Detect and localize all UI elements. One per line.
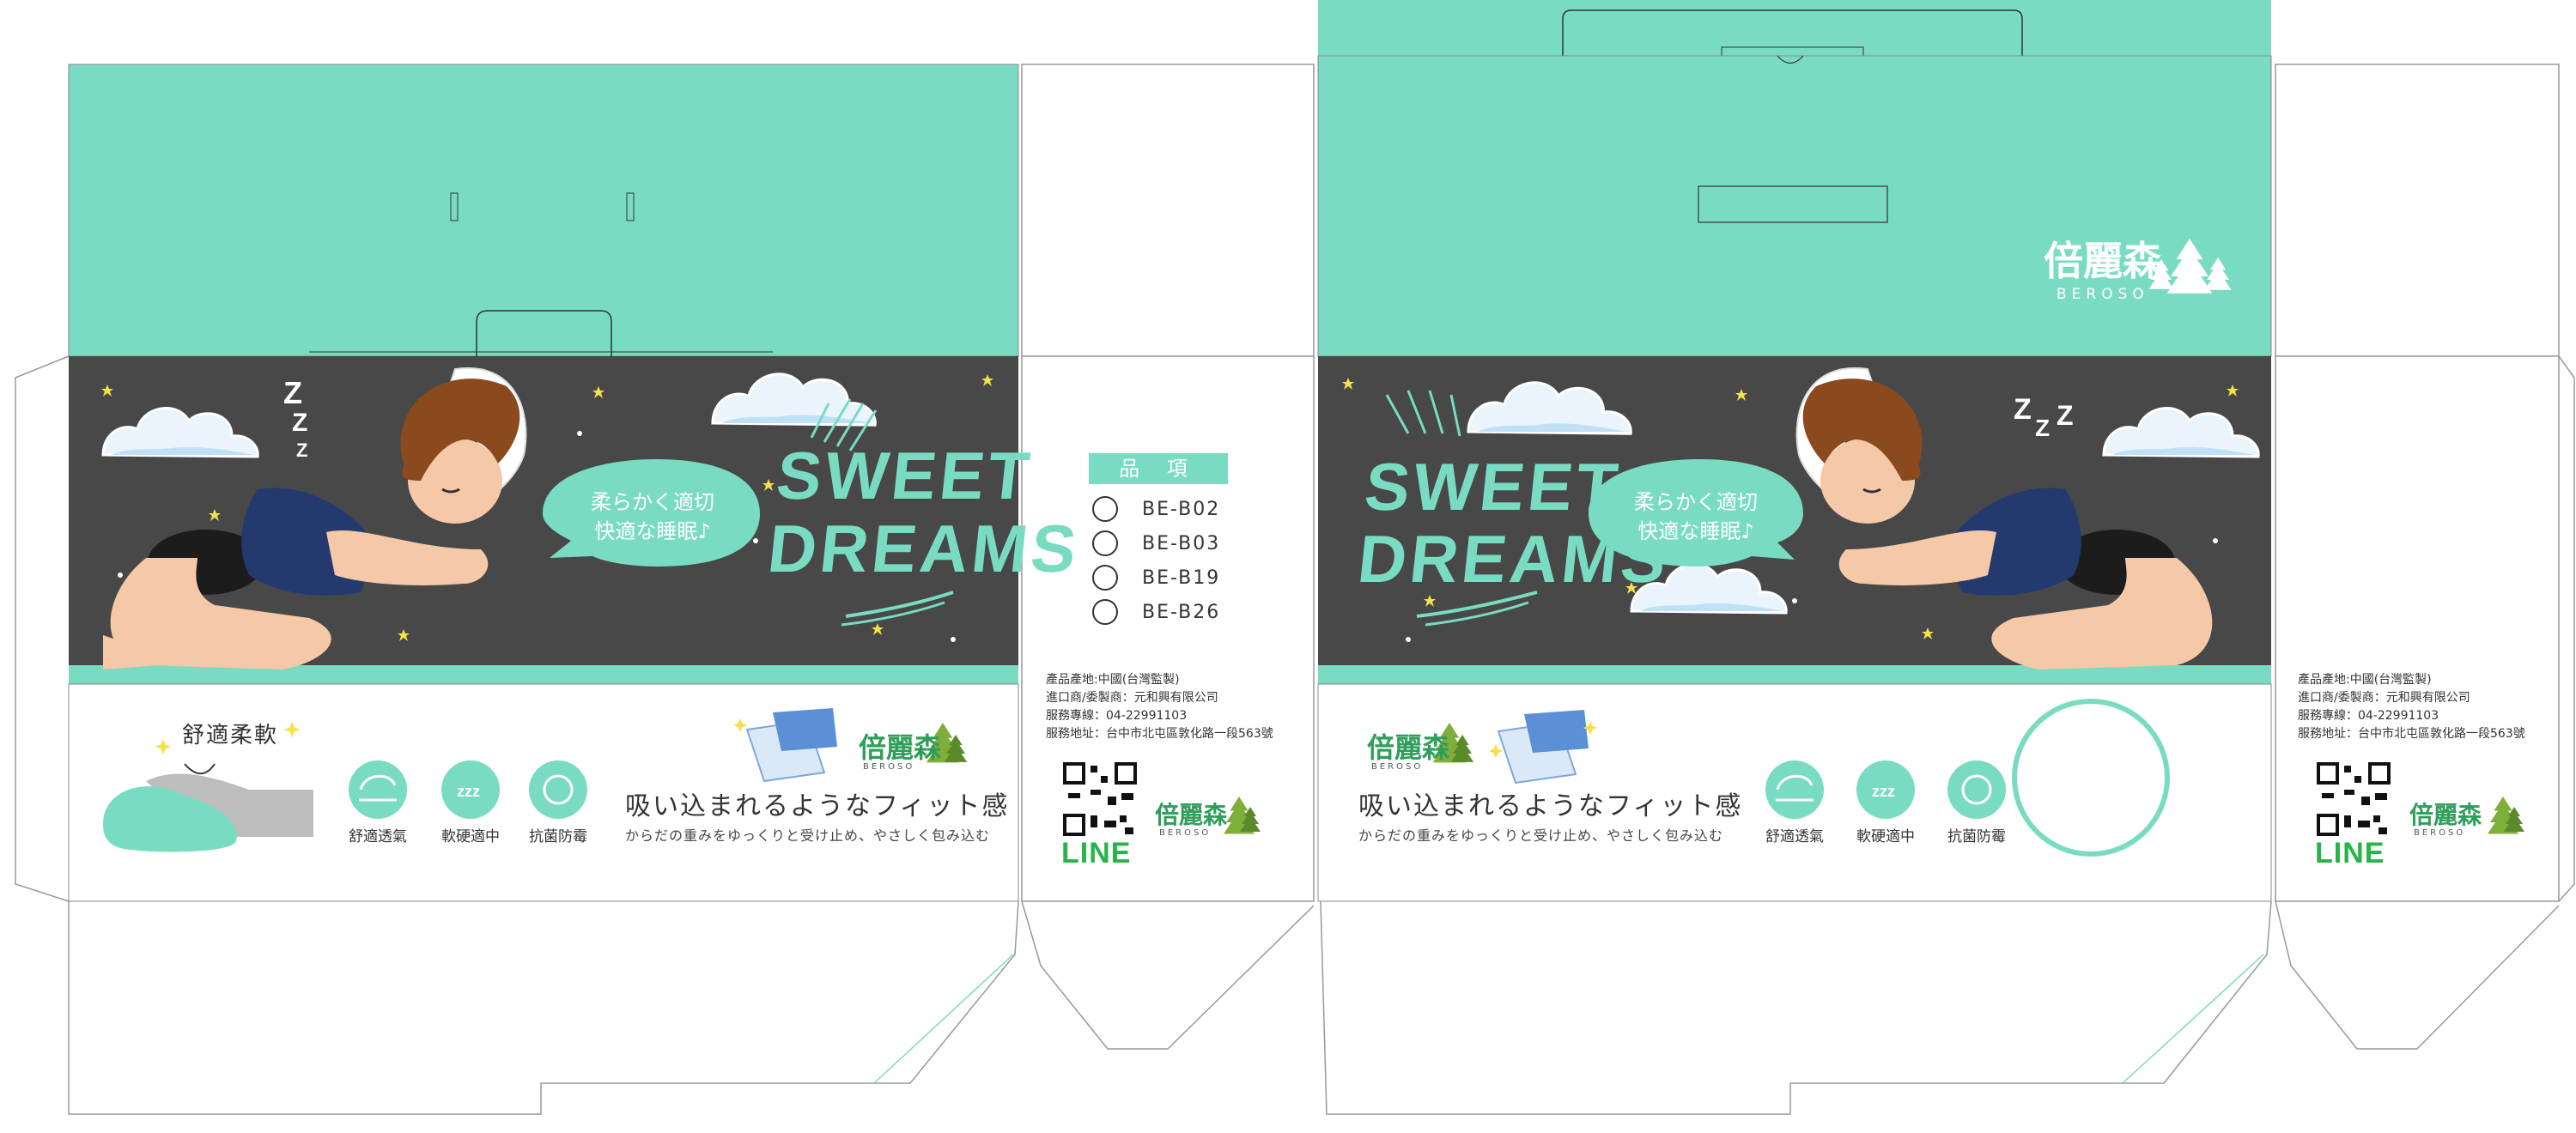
info-phone: 服務專線：04-22991103 [2298, 709, 2439, 723]
item-option-1: BE-B02 [1092, 494, 1220, 524]
item-option-4: BE-B26 [1092, 597, 1220, 627]
product-info-right: 產品產地:中國(台灣監製) 進口商/委製商：元和興有限公司 服務專線：04-22… [2298, 671, 2525, 743]
pillow-illustration [103, 773, 313, 852]
feature-label-2: 軟硬適中 [1856, 828, 1915, 845]
tagline-left: 吸い込まれるようなフィット感 [625, 791, 1010, 821]
brand-latin-side-left: BEROSO [1159, 828, 1212, 838]
brand-latin-left: BEROSO [863, 762, 915, 772]
comfort-label: 舒適柔軟 [182, 723, 279, 748]
product-info-left: 產品產地:中國(台灣監製) 進口商/委製商：元和興有限公司 服務專線：04-22… [1046, 671, 1273, 743]
brand-logo-right: 倍麗森 [1367, 731, 1450, 764]
feature-label-1: 舒適透氣 [1765, 828, 1824, 845]
headline-sweet-right: SWEET [1361, 449, 1625, 524]
sleeping-woman-illustration-left [103, 367, 527, 670]
bubble-line-1: 柔らかく適切 [1634, 490, 1758, 514]
speech-bubble-left: 柔らかく適切 快適な睡眠♪ [567, 488, 738, 546]
item-option-2: BE-B03 [1092, 529, 1220, 558]
info-origin: 產品產地:中國(台灣監製) [1046, 673, 1180, 687]
feature-label-2: 軟硬適中 [441, 828, 500, 845]
sleeping-woman-illustration-right [1795, 367, 2213, 670]
info-address: 服務地址：台中市北屯區敦化路一段563號 [2298, 727, 2525, 741]
tagline-right: 吸い込まれるようなフィット感 [1358, 791, 1743, 821]
headline-dreams-left: DREAMS [764, 511, 1084, 586]
line-label-right: LINE [2315, 837, 2385, 869]
qr-code-left [1063, 762, 1137, 836]
checkbox-circle-icon [1092, 565, 1118, 591]
svg-text:Z: Z [2057, 400, 2074, 431]
info-origin: 產品產地:中國(台灣監製) [2298, 673, 2432, 687]
subline-left: からだの重みをゆっくりと受け止め、やさしく包み込む [625, 827, 991, 844]
item-code: BE-B02 [1142, 498, 1221, 520]
brand-logo-left: 倍麗森 [859, 731, 942, 764]
feature-label-3: 抗菌防霉 [529, 828, 587, 845]
info-phone: 服務專線：04-22991103 [1046, 709, 1188, 723]
feature-label-3: 抗菌防霉 [1947, 828, 2006, 845]
feature-label-1: 舒適透氣 [349, 828, 407, 845]
info-address: 服務地址：台中市北屯區敦化路一段563號 [1046, 727, 1273, 741]
bubble-line-2: 快適な睡眠♪ [594, 519, 711, 543]
line-label-left: LINE [1061, 837, 1132, 869]
brand-latin-side-right: BEROSO [2414, 828, 2466, 838]
info-importer: 進口商/委製商：元和興有限公司 [1046, 691, 1218, 705]
svg-text:Z: Z [2014, 393, 2032, 426]
checkbox-circle-icon [1092, 496, 1118, 522]
brand-logo-side-right: 倍麗森 [2409, 801, 2482, 829]
item-option-3: BE-B19 [1092, 563, 1220, 592]
info-importer: 進口商/委製商：元和興有限公司 [2298, 691, 2470, 705]
svg-text:Z: Z [292, 409, 307, 437]
svg-text:Z: Z [296, 439, 307, 461]
lid-brand-logo: 倍麗森 [2044, 238, 2162, 284]
headline-sweet-left: SWEET [773, 438, 1036, 513]
svg-text:Z: Z [2035, 415, 2050, 441]
svg-text:zzz: zzz [457, 783, 480, 800]
svg-text:Z: Z [283, 375, 302, 410]
brand-latin-right: BEROSO [1371, 762, 1424, 772]
brand-logo-side-left: 倍麗森 [1155, 801, 1228, 829]
item-code: BE-B26 [1142, 601, 1221, 623]
speech-bubble-right: 柔らかく適切 快適な睡眠♪ [1610, 488, 1782, 546]
checkbox-circle-icon [1092, 599, 1118, 625]
svg-text:zzz: zzz [1872, 783, 1895, 800]
items-title: 品 項 [1089, 453, 1228, 484]
subline-right: からだの重みをゆっくりと受け止め、やさしく包み込む [1358, 827, 1724, 844]
checkbox-circle-icon [1092, 530, 1118, 556]
lid-brand-latin: BEROSO [2057, 286, 2149, 303]
qr-code-right [2317, 762, 2391, 836]
bubble-line-1: 柔らかく適切 [591, 490, 714, 514]
bubble-line-2: 快適な睡眠♪ [1637, 519, 1754, 543]
item-code: BE-B03 [1142, 532, 1221, 554]
item-code: BE-B19 [1142, 566, 1221, 589]
